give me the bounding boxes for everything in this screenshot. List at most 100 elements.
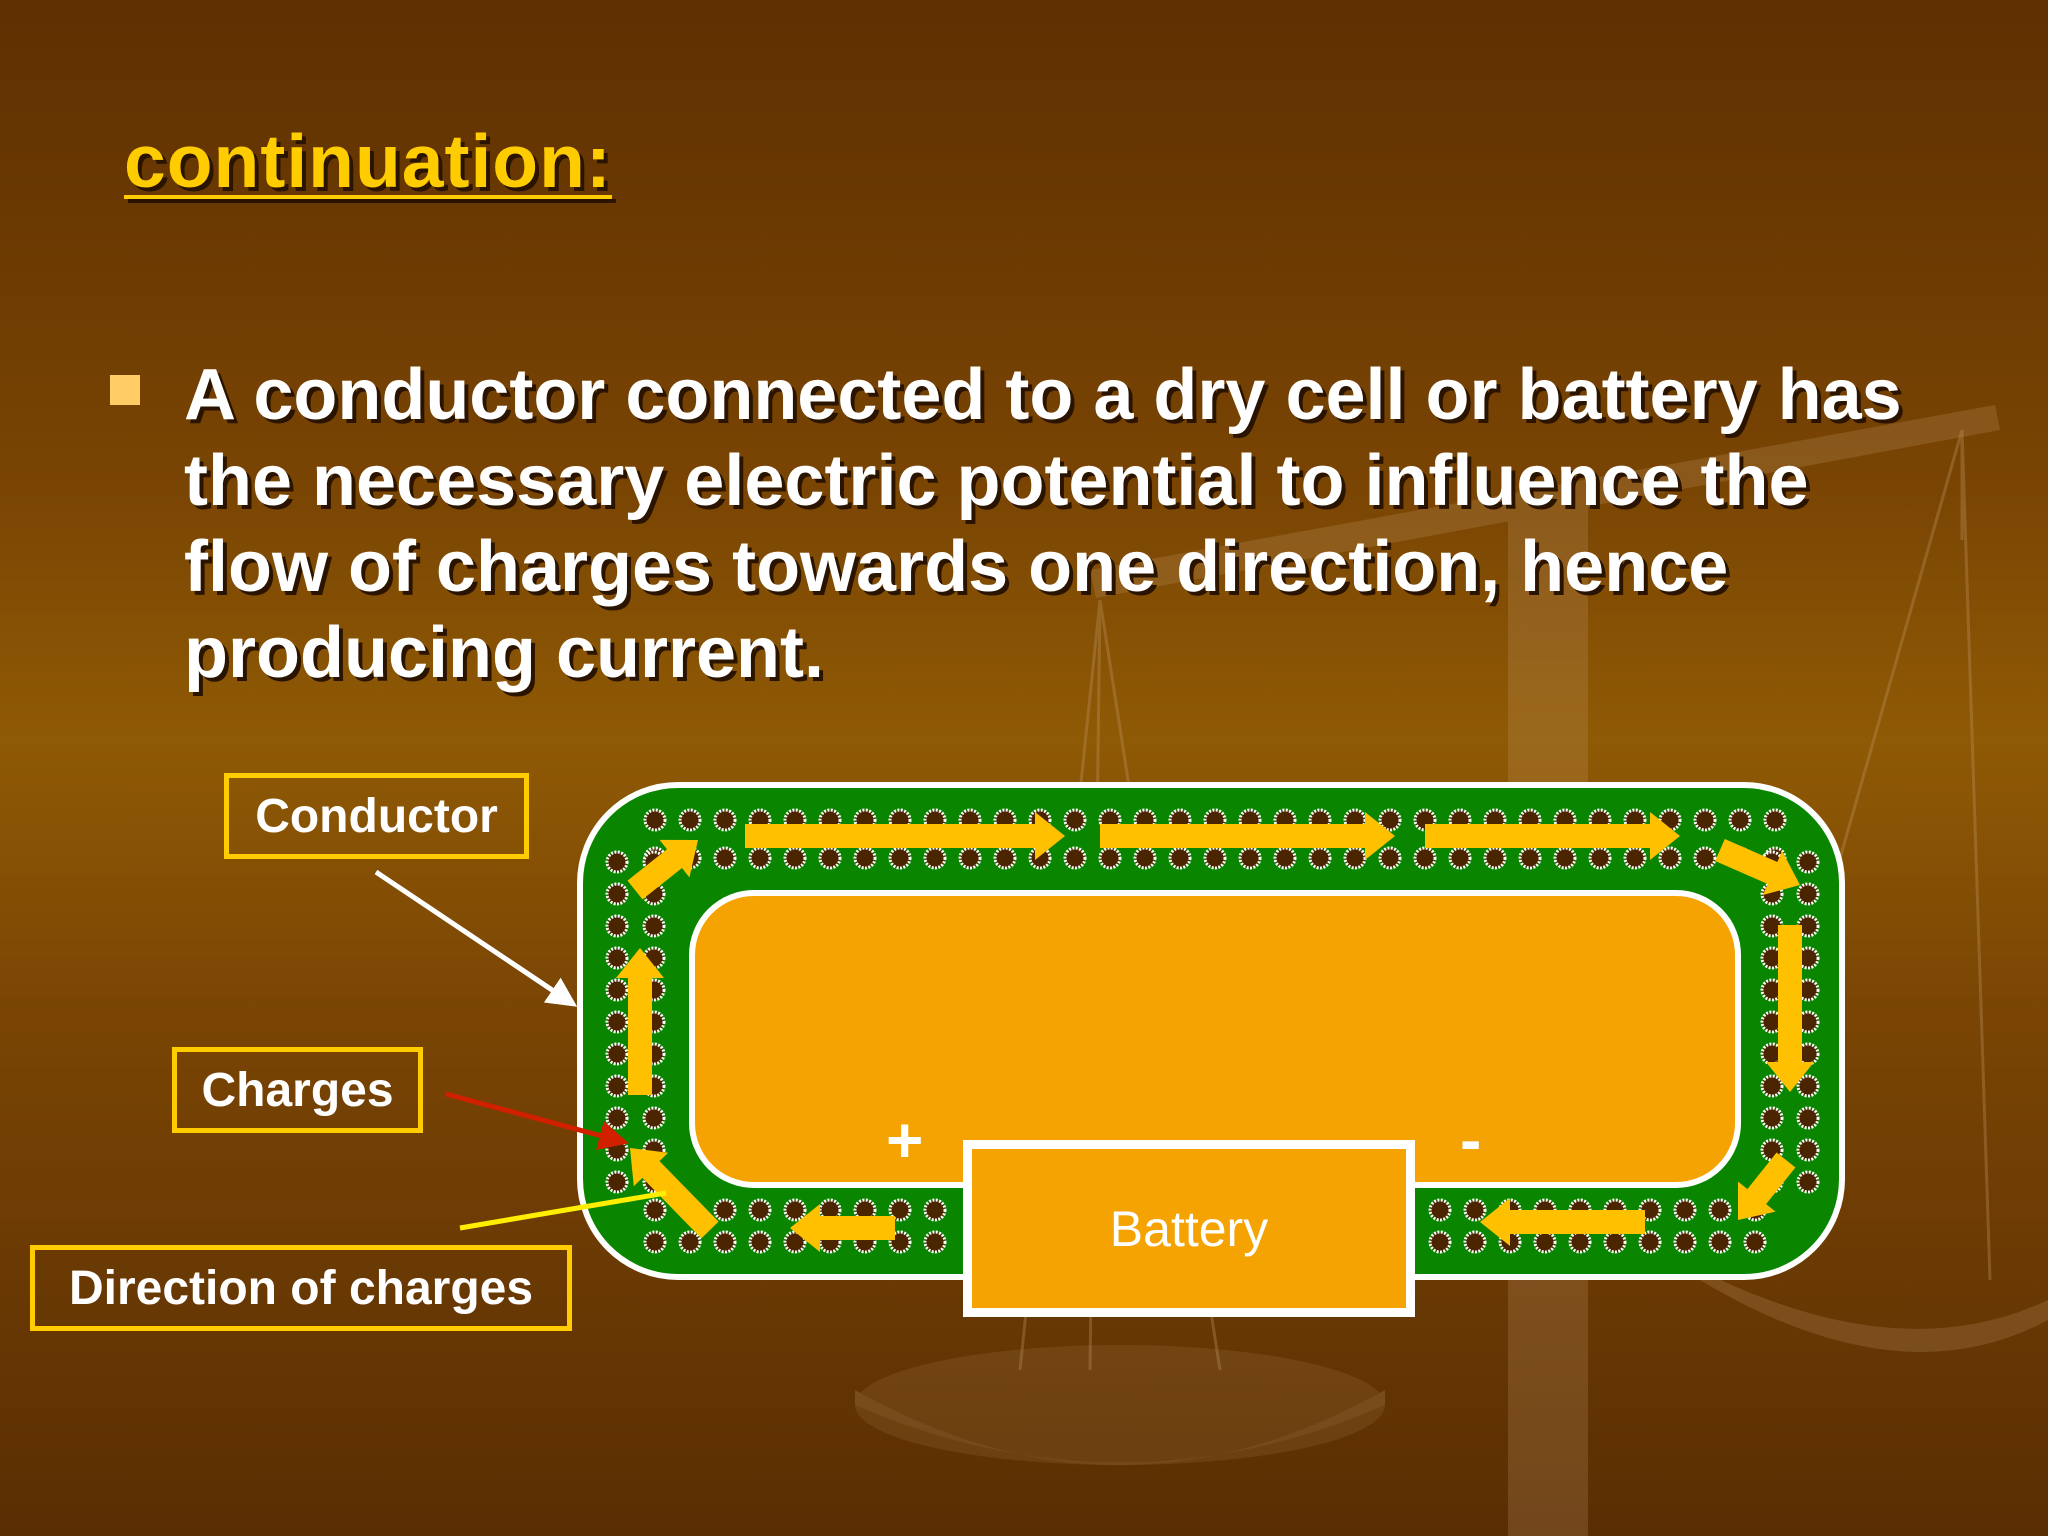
flow-arrow	[790, 1204, 895, 1252]
charge-dot	[1378, 846, 1402, 870]
charge-dot	[1063, 808, 1087, 832]
charge-dot	[1273, 846, 1297, 870]
charge-dot	[1308, 846, 1332, 870]
charge-dot	[643, 1198, 667, 1222]
charge-dot	[1133, 846, 1157, 870]
charge-dot	[605, 1170, 629, 1194]
flow-arrow	[1480, 1198, 1645, 1246]
charge-dot	[783, 846, 807, 870]
charge-dot	[1796, 1106, 1820, 1130]
flow-arrow	[1766, 925, 1814, 1092]
charge-dot	[643, 808, 667, 832]
charges-group	[605, 808, 1820, 1254]
charge-dot	[1203, 846, 1227, 870]
charge-dot	[1588, 846, 1612, 870]
charge-dot	[1796, 1074, 1820, 1098]
charge-dot	[605, 850, 629, 874]
direction-of-charges-label: Direction of charges	[30, 1245, 572, 1331]
charge-dot	[1763, 808, 1787, 832]
charge-dot	[605, 1042, 629, 1066]
charge-dot	[783, 1230, 807, 1254]
slide-title: continuation:	[124, 119, 612, 203]
charge-dot	[642, 914, 666, 938]
charge-dot	[678, 1230, 702, 1254]
charge-dot	[678, 808, 702, 832]
charge-dot	[1796, 1138, 1820, 1162]
direction-pointer	[459, 1190, 667, 1231]
charge-dot	[1673, 1230, 1697, 1254]
charge-dot	[1693, 808, 1717, 832]
charge-dot	[643, 1230, 667, 1254]
charge-dot	[1728, 808, 1752, 832]
charge-dot	[1760, 1106, 1784, 1130]
charge-dot	[605, 882, 629, 906]
charge-dot	[888, 846, 912, 870]
charge-dot	[713, 846, 737, 870]
charge-dot	[923, 846, 947, 870]
charge-dot	[748, 1198, 772, 1222]
charge-dot	[642, 1106, 666, 1130]
charge-dot	[958, 846, 982, 870]
charge-dot	[1238, 846, 1262, 870]
charge-dot	[605, 1138, 629, 1162]
charge-dot	[783, 1198, 807, 1222]
charge-dot	[1063, 846, 1087, 870]
charge-dot	[853, 1198, 877, 1222]
charge-dot	[1098, 846, 1122, 870]
charge-dot	[713, 1198, 737, 1222]
charge-dot	[853, 846, 877, 870]
charge-dot	[1760, 1074, 1784, 1098]
flow-arrow	[1715, 839, 1800, 895]
charge-dot	[713, 1230, 737, 1254]
charge-dot	[605, 1010, 629, 1034]
flow-arrow	[627, 839, 698, 900]
charge-dot	[1533, 1230, 1557, 1254]
charge-dot	[713, 808, 737, 832]
negative-terminal: -	[1460, 1104, 1482, 1176]
charge-dot	[605, 914, 629, 938]
charge-dot	[923, 1230, 947, 1254]
charge-dot	[993, 846, 1017, 870]
charge-dot	[1708, 1230, 1732, 1254]
charge-dot	[1428, 1198, 1452, 1222]
flow-arrow	[1100, 812, 1395, 860]
charge-dot	[748, 1230, 772, 1254]
charges-pointer	[445, 1091, 629, 1150]
charge-dot	[1483, 846, 1507, 870]
conductor-pointer	[374, 869, 578, 1007]
charge-dot	[1518, 846, 1542, 870]
charge-dot	[1658, 846, 1682, 870]
charge-dot	[1448, 846, 1472, 870]
charge-dot	[605, 1074, 629, 1098]
positive-terminal: +	[886, 1104, 924, 1176]
charge-dot	[1553, 846, 1577, 870]
conductor-label: Conductor	[224, 773, 529, 859]
charge-dot	[1378, 808, 1402, 832]
bullet-text: A conductor connected to a dry cell or b…	[184, 355, 1902, 693]
charge-dot	[1743, 1230, 1767, 1254]
charge-dot	[1623, 846, 1647, 870]
charges-label: Charges	[172, 1047, 423, 1133]
charge-dot	[1168, 846, 1192, 870]
charge-dot	[1428, 1230, 1452, 1254]
charge-dot	[888, 1198, 912, 1222]
charge-dot	[605, 946, 629, 970]
battery: Battery	[963, 1140, 1415, 1317]
flow-arrows-group	[616, 812, 1814, 1252]
charge-dot	[748, 846, 772, 870]
charge-dot	[605, 978, 629, 1002]
flow-arrow	[630, 1148, 719, 1239]
flow-arrow	[1738, 1152, 1796, 1220]
charge-dot	[1463, 1230, 1487, 1254]
charge-dot	[1568, 1230, 1592, 1254]
charge-dot	[1603, 1230, 1627, 1254]
charge-dot	[923, 1198, 947, 1222]
charge-dot	[1463, 1198, 1487, 1222]
charge-dot	[605, 1106, 629, 1130]
charge-dot	[1343, 846, 1367, 870]
bullet-square-icon	[110, 375, 140, 405]
charge-dot	[1413, 846, 1437, 870]
flow-arrow	[745, 812, 1065, 860]
